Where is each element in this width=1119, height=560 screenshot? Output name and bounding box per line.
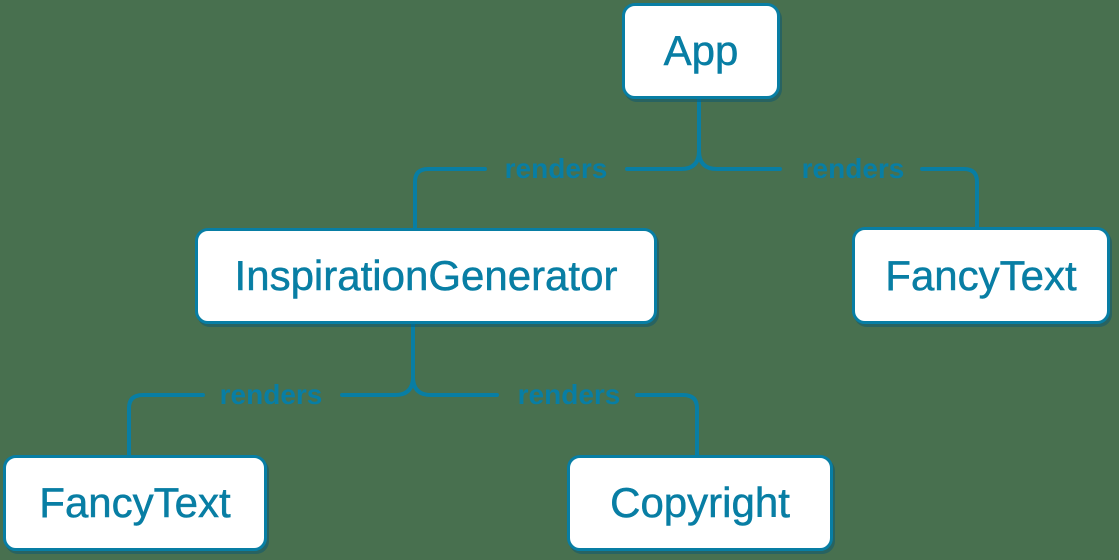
node-inspiration-generator-label: InspirationGenerator bbox=[234, 252, 618, 300]
node-fancy-text-bottom-label: FancyText bbox=[39, 479, 231, 527]
edge-label-app-fancytext: renders bbox=[801, 153, 905, 184]
node-copyright: Copyright bbox=[567, 455, 833, 551]
node-fancy-text-top: FancyText bbox=[852, 227, 1110, 324]
node-app: App bbox=[622, 3, 780, 99]
edge-app-to-fancytext bbox=[697, 94, 979, 231]
node-copyright-label: Copyright bbox=[610, 479, 790, 527]
node-fancy-text-top-label: FancyText bbox=[885, 251, 1077, 299]
edge-label-app-inspirationgenerator: renders bbox=[504, 153, 608, 184]
node-fancy-text-bottom: FancyText bbox=[3, 455, 267, 551]
edge-label-inspirationgenerator-fancytext: renders bbox=[219, 379, 323, 410]
node-app-label: App bbox=[663, 27, 739, 75]
node-inspiration-generator: InspirationGenerator bbox=[195, 228, 657, 324]
edge-label-inspirationgenerator-copyright: renders bbox=[517, 379, 621, 410]
edge-inspirationgenerator-to-copyright bbox=[411, 318, 699, 459]
